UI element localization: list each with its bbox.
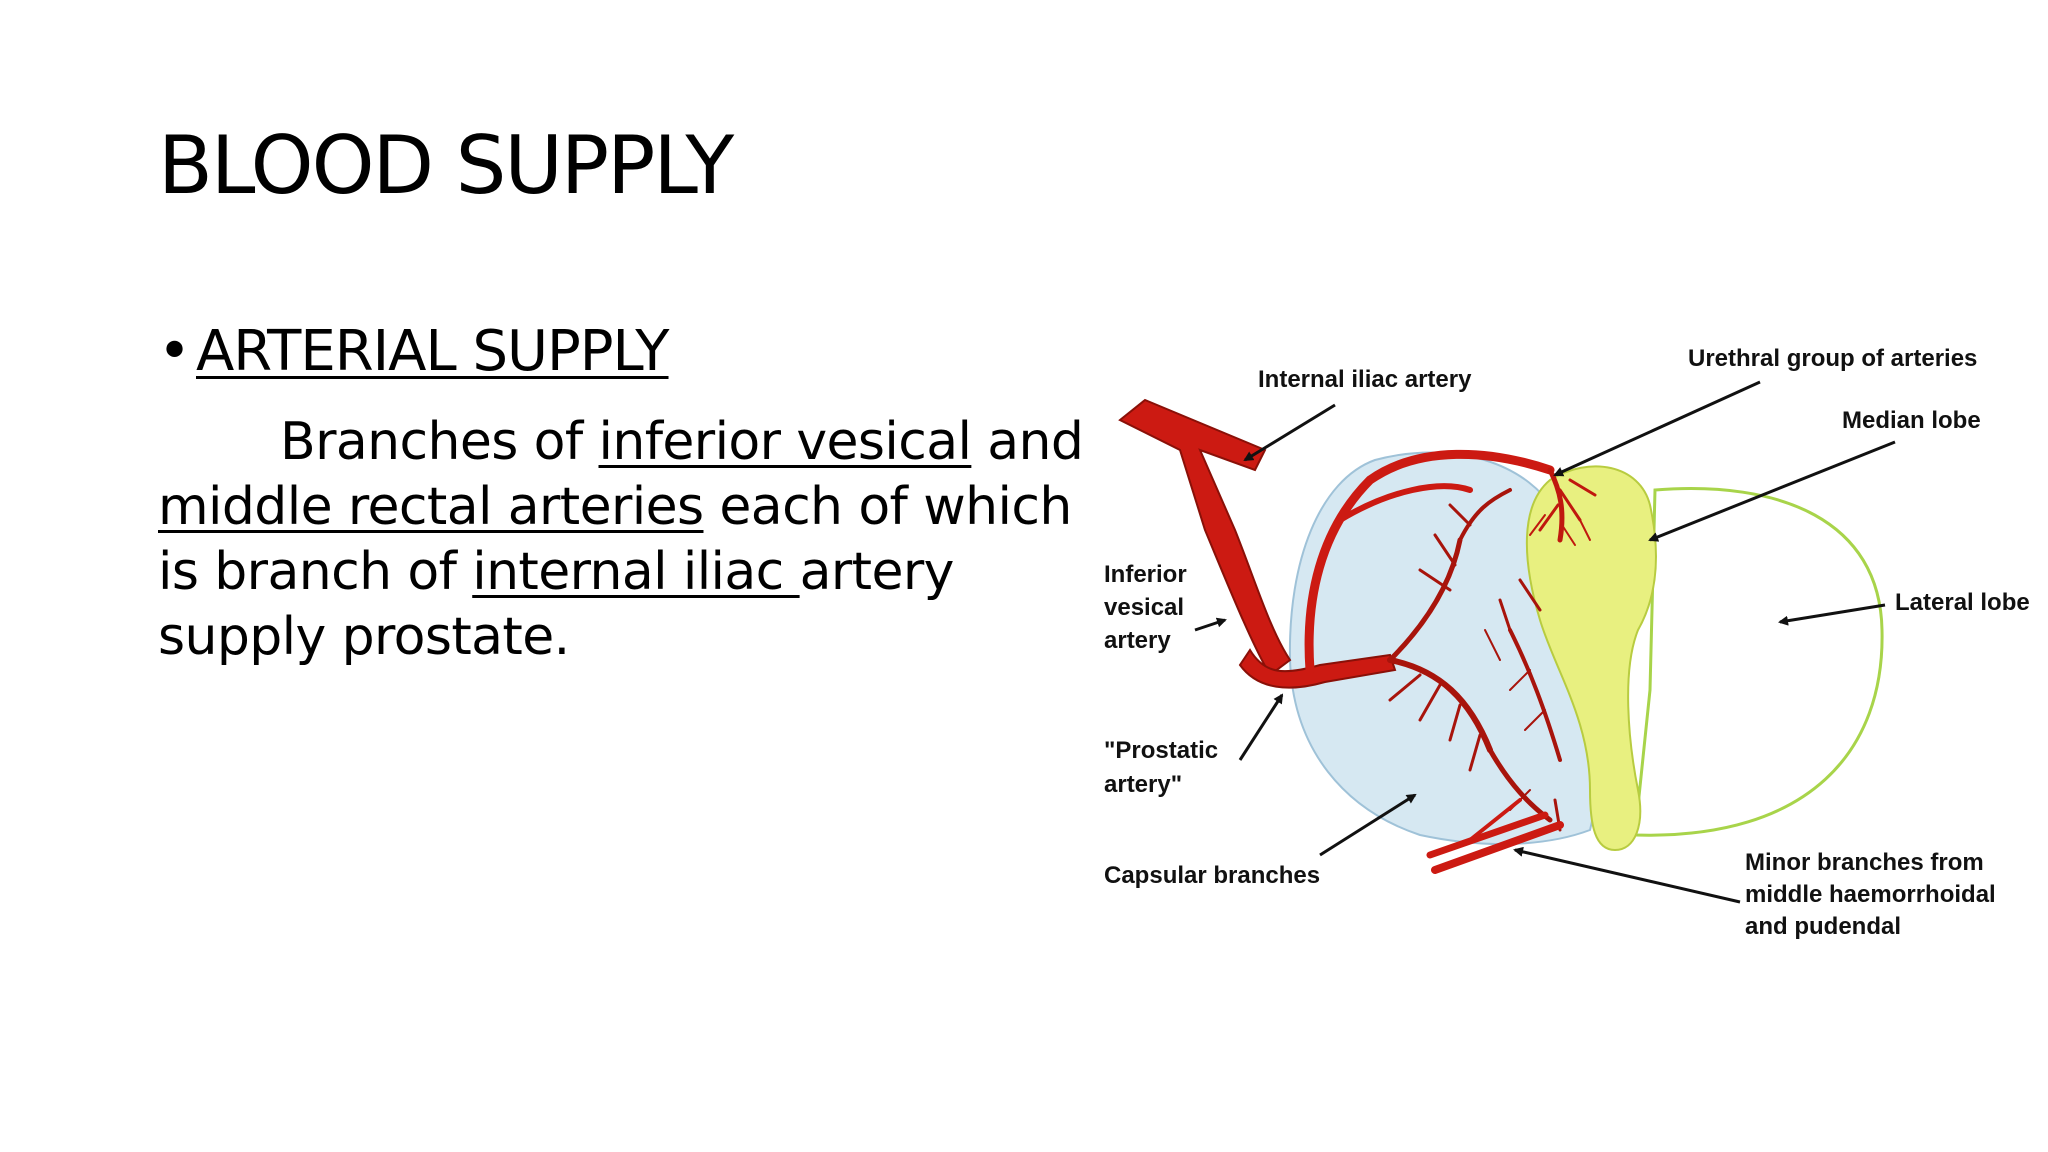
body-paragraph: Branches of inferior vesical and middle …	[158, 410, 1098, 670]
paragraph-text-2: and	[971, 412, 1084, 472]
paragraph-text-4: artery supply prostate.	[158, 542, 954, 667]
superior-branch-2	[1337, 483, 1473, 523]
label-urethral-group: Urethral group of arteries	[1688, 345, 1977, 372]
label-prostatic-1: "Prostatic	[1104, 737, 1218, 764]
label-inferior-vesical-1: Inferior	[1104, 561, 1187, 588]
label-minor-3: and pudendal	[1745, 913, 1901, 940]
prostate-blood-supply-diagram: Internal iliac artery Urethral group of …	[1090, 330, 2048, 950]
diagram-svg: Internal iliac artery Urethral group of …	[1104, 345, 2030, 940]
arrow-urethral-group	[1553, 380, 1761, 477]
median-lobe-shape	[1525, 465, 1657, 852]
prostatic-artery-shape	[1238, 648, 1397, 689]
arrow-prostatic	[1238, 693, 1284, 761]
paragraph-underlined-1: inferior vesical	[598, 412, 972, 472]
label-internal-iliac: Internal iliac artery	[1258, 366, 1472, 393]
arrow-inferior-vesical	[1194, 617, 1227, 632]
superior-branch	[1304, 449, 1555, 675]
arrow-internal-iliac	[1243, 403, 1336, 462]
minor-branches	[1426, 798, 1564, 874]
arrow-lateral-lobe	[1778, 603, 1886, 626]
paragraph-text-1: Branches of	[280, 412, 599, 472]
paragraph-text-3: each of which is branch of	[158, 477, 1072, 602]
bullet-marker: •	[158, 319, 191, 384]
label-minor-1: Minor branches from	[1745, 849, 1984, 876]
label-median-lobe: Median lobe	[1842, 407, 1981, 434]
bullet-heading: ARTERIAL SUPPLY	[196, 319, 670, 384]
urethral-branches	[1529, 467, 1597, 546]
arrow-capsular	[1319, 793, 1417, 857]
label-minor-2: middle haemorrhoidal	[1745, 881, 1996, 908]
label-inferior-vesical-3: artery	[1104, 627, 1171, 654]
slide-title: BLOOD SUPPLY	[158, 119, 734, 212]
label-prostatic-2: artery"	[1104, 771, 1182, 798]
internal-iliac-artery-shape	[1118, 398, 1292, 677]
paragraph-underlined-3: internal iliac	[472, 542, 800, 602]
label-capsular: Capsular branches	[1104, 862, 1320, 889]
label-inferior-vesical-2: vesical	[1104, 594, 1184, 621]
label-arrows	[1194, 380, 1896, 904]
bullet-heading-row: •ARTERIAL SUPPLY	[158, 318, 670, 385]
lateral-lobe-shape	[1633, 487, 1884, 837]
arrow-minor-branches	[1513, 846, 1741, 904]
label-lateral-lobe: Lateral lobe	[1895, 589, 2030, 616]
arrow-median-lobe	[1648, 440, 1896, 542]
paragraph-underlined-2: middle rectal arteries	[158, 477, 704, 537]
